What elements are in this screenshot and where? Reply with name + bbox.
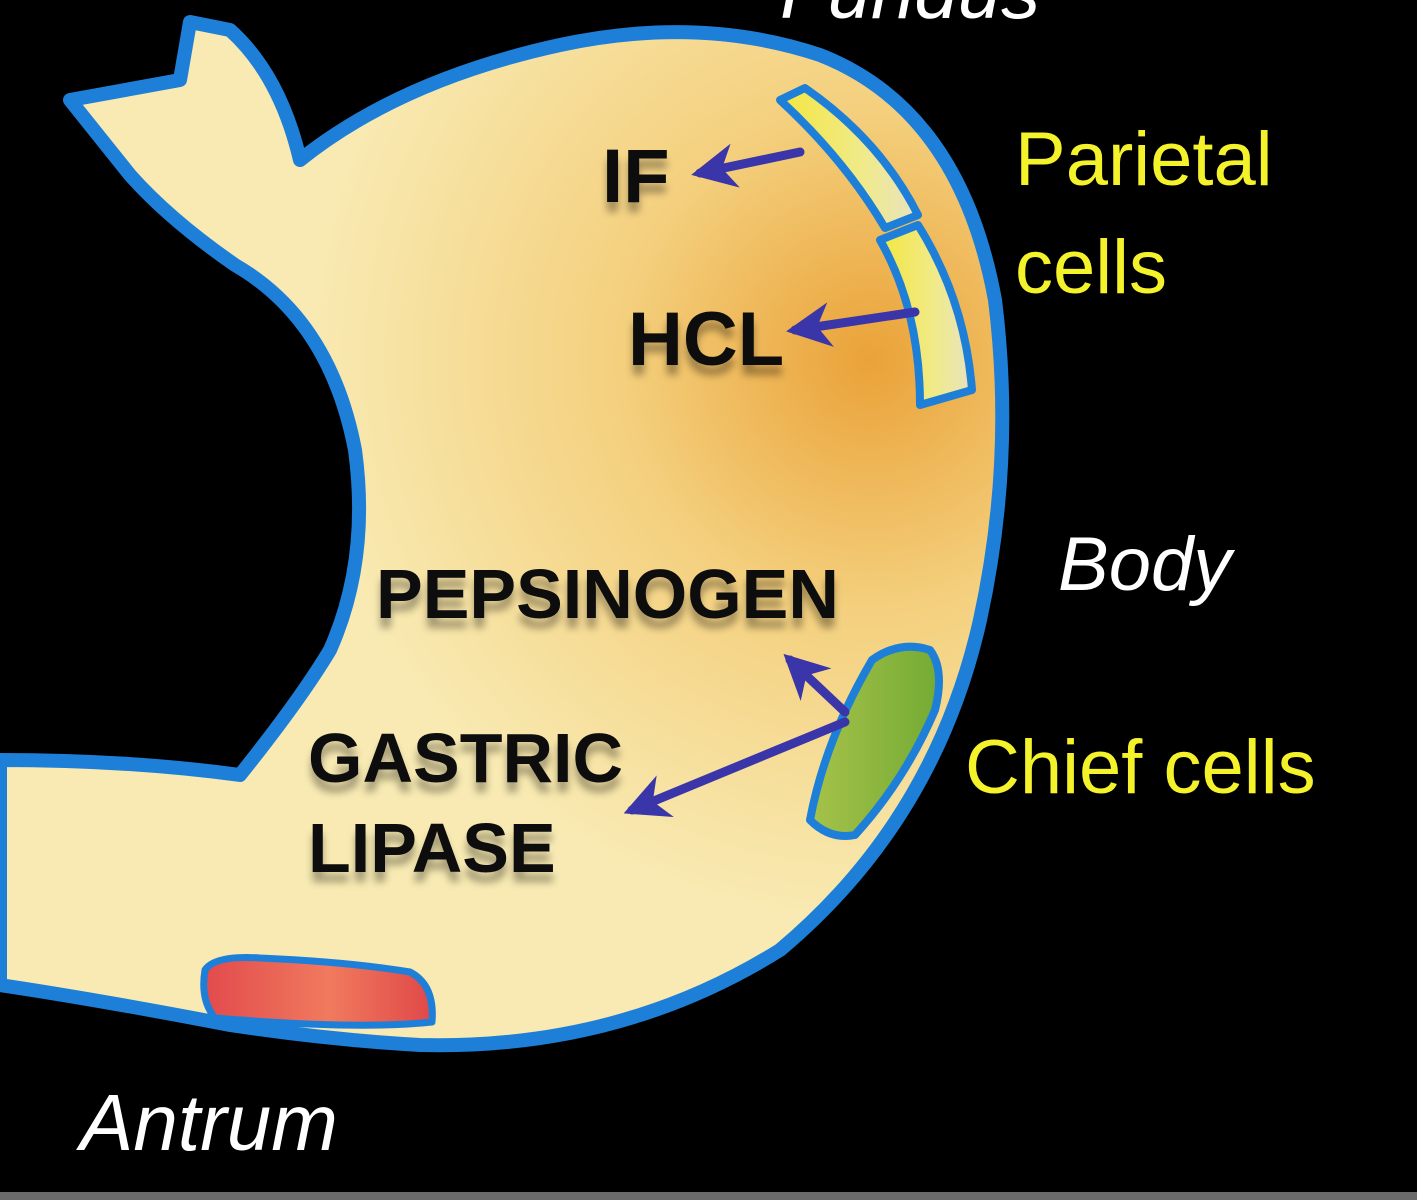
chief-cells-label: Chief cells [965,725,1316,810]
body-label: Body [1058,522,1235,607]
arrow-to-gastric-lipase [623,717,850,818]
parietal-cell-lower [876,221,976,409]
hcl-label: HCL [628,297,784,382]
pepsinogen-label: PEPSINOGEN [376,555,839,633]
stomach-shape [0,15,1010,1053]
if-label: IF [602,134,670,219]
chief-cell [806,642,943,840]
fundus-label: Fundus [780,0,1040,35]
arrow-to-if [691,143,805,188]
parietal-cells-label-line1: Parietal [1015,117,1273,202]
bottom-border [0,1192,1417,1200]
arrow-to-hcl [786,302,920,347]
antrum-cell [200,954,436,1029]
parietal-cells-label-line2: cells [1015,225,1167,310]
antrum-label: Antrum [76,1078,338,1167]
parietal-cell-upper [776,84,922,232]
gastric-label: GASTRIC [308,719,623,797]
arrow-to-pepsinogen [783,653,850,717]
lipase-label: LIPASE [308,809,556,887]
